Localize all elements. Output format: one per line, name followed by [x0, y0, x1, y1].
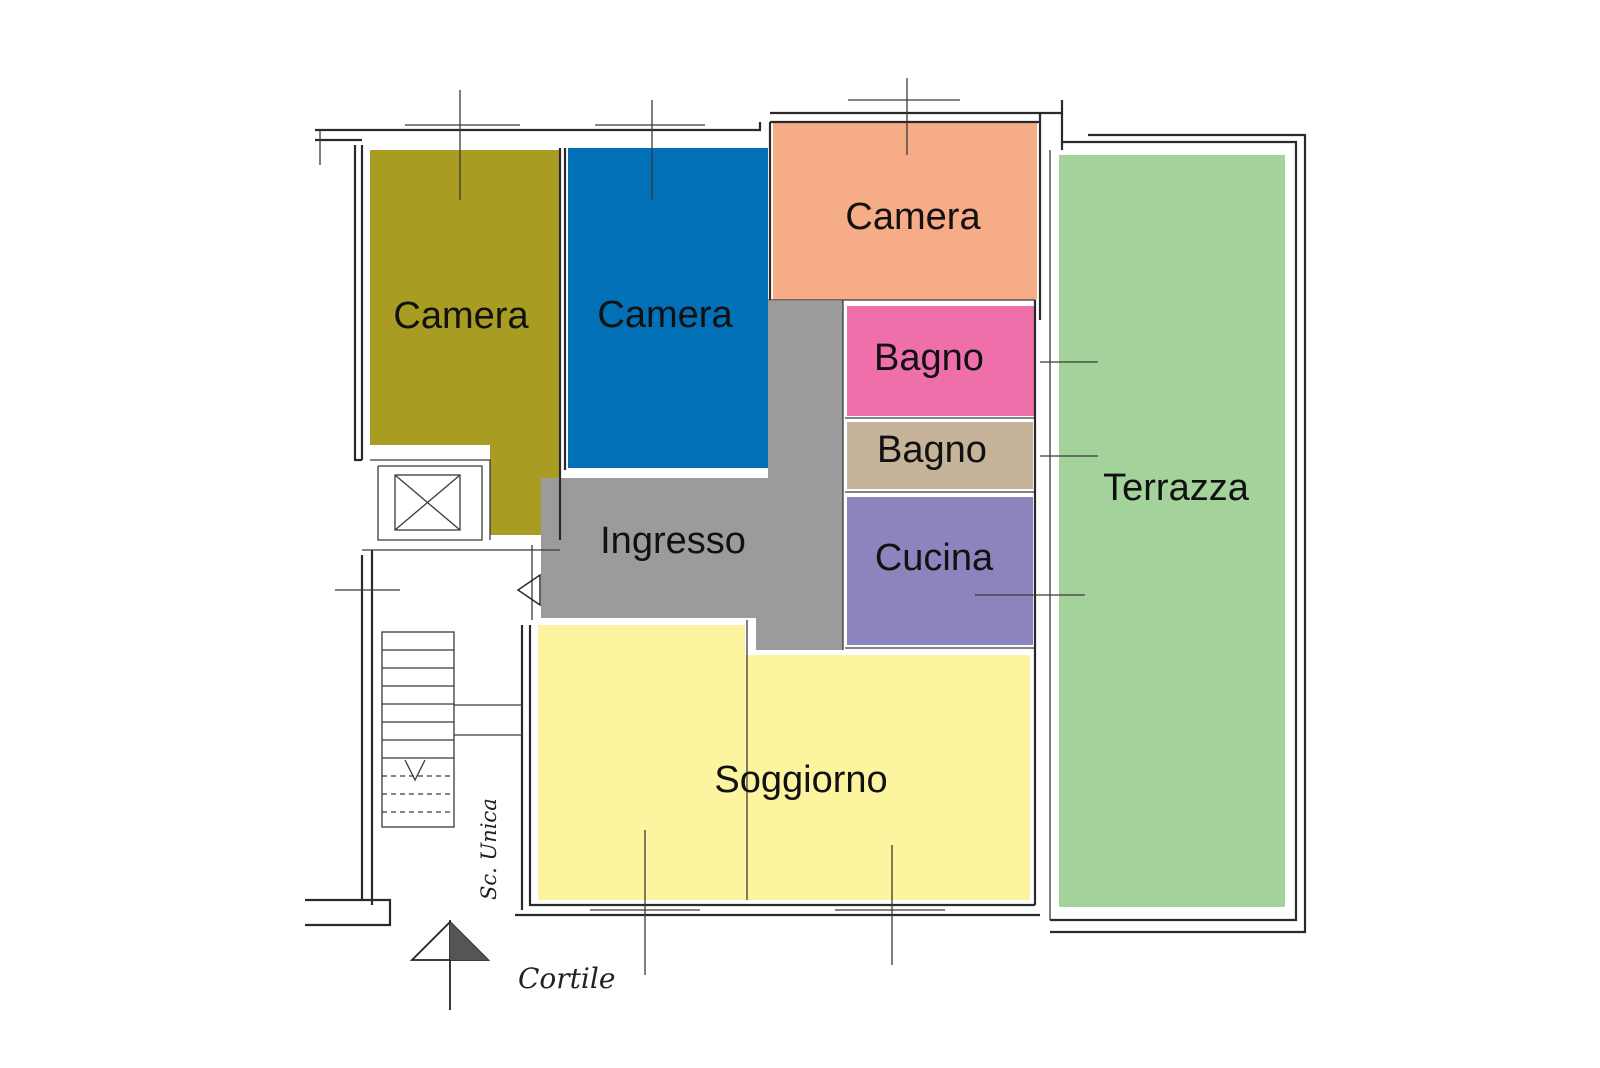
north-arrow-icon: [409, 920, 491, 1010]
label-terrazza: Terrazza: [1103, 467, 1250, 509]
room-soggiorno-fill: [538, 625, 1030, 900]
label-bagno-1: Bagno: [874, 337, 984, 379]
window-marks: [319, 78, 1098, 975]
room-camera-2-fill: [568, 148, 768, 468]
room-cucina-fill: [847, 497, 1033, 645]
room-camera-3-fill: [773, 122, 1037, 300]
label-bagno-2: Bagno: [877, 429, 987, 471]
label-soggiorno: Soggiorno: [714, 759, 887, 801]
label-camera-1: Camera: [393, 295, 529, 337]
room-camera-1-fill: [370, 150, 560, 535]
entry-door-arrow: [516, 573, 541, 607]
room-bagno-2-fill: [847, 422, 1033, 489]
elevator-shaft: [394, 474, 461, 531]
stair-annotation: Sc. Unica: [477, 798, 501, 900]
label-cucina: Cucina: [875, 537, 994, 579]
staircase: [381, 631, 522, 828]
room-terrazza-fill: [1059, 155, 1285, 907]
room-bagno-1-fill: [847, 306, 1034, 416]
label-camera-3: Camera: [845, 196, 981, 238]
courtyard-annotation: Cortile: [518, 962, 615, 995]
label-camera-2: Camera: [597, 294, 733, 336]
walls: [305, 78, 1307, 975]
room-ingresso-fill: [541, 301, 843, 650]
label-ingresso: Ingresso: [600, 520, 746, 562]
